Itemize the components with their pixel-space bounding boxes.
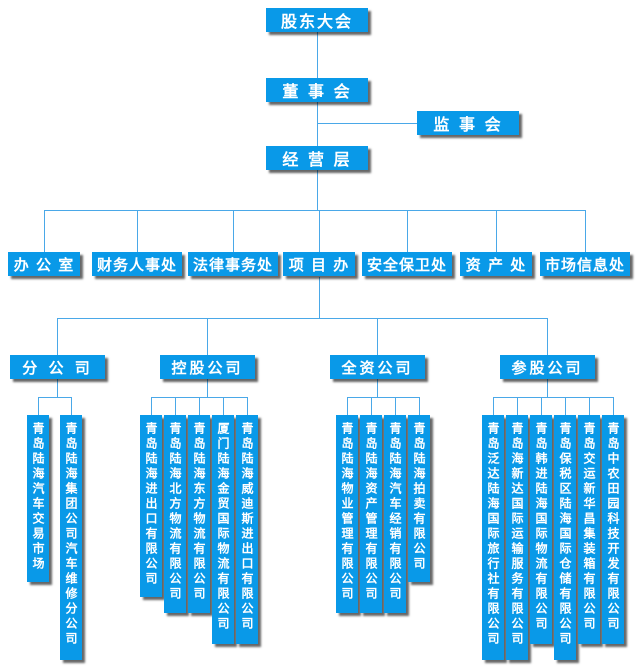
connector-line: [175, 397, 176, 415]
org-box-management-level: 经 营 层: [266, 146, 368, 170]
connector-line: [317, 123, 418, 124]
connector-line: [207, 318, 208, 355]
connector-line: [317, 170, 318, 210]
group-box-branch-companies: 分 公 司: [10, 355, 105, 379]
company-box: 青岛保税区陆海国际仓储有限公司: [554, 415, 576, 660]
org-box-shareholders-meeting: 股东大会: [266, 8, 368, 32]
company-box: 厦门陆海金贸国际物流有限公司: [212, 415, 234, 644]
connector-line: [233, 210, 234, 252]
connector-line: [57, 318, 58, 355]
connector-line: [419, 397, 420, 415]
company-box: 青岛陆海物业管理有限公司: [336, 415, 358, 613]
connector-line: [44, 210, 585, 211]
connector-line: [38, 397, 39, 415]
connector-line: [377, 318, 378, 355]
connector-line: [565, 397, 566, 415]
connector-line: [377, 379, 378, 397]
connector-line: [57, 379, 58, 397]
connector-line: [57, 318, 547, 319]
connector-line: [223, 397, 224, 415]
company-box: 青岛韩进陆海国际物流有限公司: [530, 415, 552, 644]
org-box-supervisory-board: 监 事 会: [417, 111, 519, 135]
dept-box-finance-hr: 财务人事处: [92, 252, 182, 276]
connector-line: [371, 397, 372, 415]
company-box: 青岛陆海进出口有限公司: [140, 415, 162, 597]
dept-box-market-info: 市场信息处: [540, 252, 630, 276]
connector-line: [547, 318, 548, 355]
connector-line: [589, 397, 590, 415]
company-box: 青岛陆海拍卖有限公司: [408, 415, 430, 582]
org-box-board-of-directors: 董 事 会: [266, 78, 368, 102]
connector-line: [347, 397, 419, 398]
connector-line: [44, 210, 45, 252]
dept-box-project-office: 项 目 办: [283, 252, 355, 276]
connector-line: [517, 397, 518, 415]
company-box: 青岛陆海资产管理有限公司: [360, 415, 382, 613]
connector-line: [38, 397, 71, 398]
connector-line: [547, 379, 548, 397]
dept-box-office: 办 公 室: [8, 252, 80, 276]
company-box: 青岛陆海威迪斯进出口有限公司: [236, 415, 258, 644]
connector-line: [407, 210, 408, 252]
group-box-equity-companies: 参股公司: [500, 355, 595, 379]
connector-line: [541, 397, 542, 415]
connector-line: [493, 397, 494, 415]
connector-line: [319, 277, 320, 318]
company-box: 青岛海新达国际运输服务有限公司: [506, 415, 528, 660]
connector-line: [585, 210, 586, 252]
connector-line: [199, 397, 200, 415]
dept-box-security: 安全保卫处: [362, 252, 452, 276]
company-box: 青岛陆海汽车交易市场: [27, 415, 49, 582]
company-box: 青岛中农田园科技开发有限公司: [602, 415, 624, 644]
company-box: 青岛陆海东方物流有限公司: [188, 415, 210, 613]
connector-line: [395, 397, 396, 415]
connector-line: [247, 397, 248, 415]
company-box: 青岛陆海北方物流有限公司: [164, 415, 186, 613]
connector-line: [71, 397, 72, 415]
connector-line: [207, 379, 208, 397]
dept-box-legal-affairs: 法律事务处: [188, 252, 278, 276]
group-box-holding-companies: 控股公司: [160, 355, 255, 379]
connector-line: [137, 210, 138, 252]
connector-line: [151, 397, 152, 415]
connector-line: [496, 210, 497, 252]
connector-line: [317, 102, 318, 146]
connector-line: [347, 397, 348, 415]
company-box: 青岛陆海集团公司汽车维修分公司: [60, 415, 82, 660]
connector-line: [493, 397, 613, 398]
connector-line: [317, 32, 318, 78]
company-box: 青岛陆海汽车经销有限公司: [384, 415, 406, 613]
company-box: 青岛泛达陆海国际旅行社有限公司: [482, 415, 504, 660]
dept-box-assets: 资 产 处: [460, 252, 532, 276]
company-box: 青岛交运新华昌集装箱有限公司: [578, 415, 600, 644]
connector-line: [319, 210, 320, 252]
group-box-wholly-owned-companies: 全资公司: [330, 355, 425, 379]
connector-line: [613, 397, 614, 415]
